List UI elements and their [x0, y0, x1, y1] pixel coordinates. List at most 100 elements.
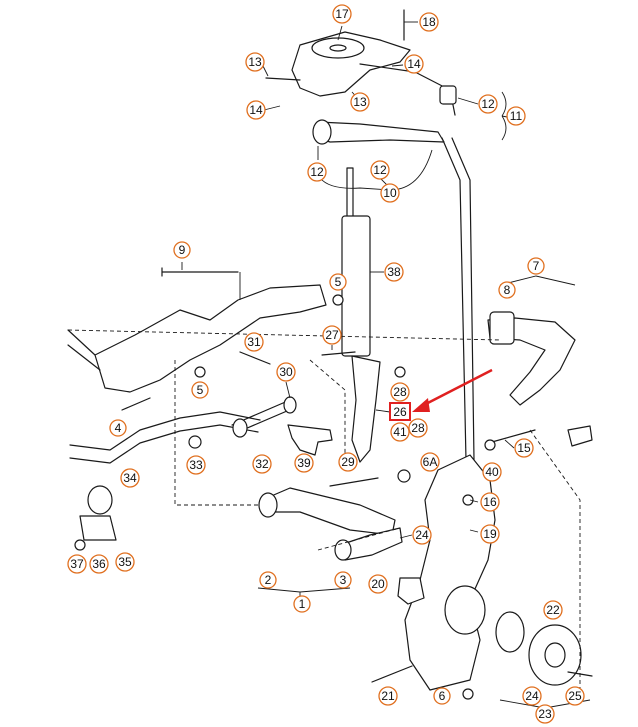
dash-4 [529, 429, 581, 700]
callout-circle [390, 382, 410, 402]
dash-5 [317, 527, 401, 551]
shock-body [341, 215, 371, 357]
lower-wishbone-front [261, 487, 396, 536]
callout-label: 11 [510, 109, 523, 123]
leader-26 [375, 409, 391, 413]
callout-label: 23 [538, 707, 552, 721]
callout-24: 24 [412, 525, 432, 545]
callout-label: 2 [265, 573, 272, 587]
callout-label: 41 [393, 425, 407, 439]
callout-circle [332, 4, 352, 24]
callout-16: 16 [480, 492, 500, 512]
callout-label: 5 [335, 275, 342, 289]
callout-circle [338, 452, 358, 472]
callout-label: 30 [279, 365, 293, 379]
arrow-shaft [419, 368, 493, 409]
callout-3: 3 [334, 571, 352, 589]
callout-label: 4 [115, 421, 122, 435]
callout-label: 21 [381, 689, 395, 703]
shock-upper-rod [346, 167, 354, 219]
callout-circle [252, 454, 272, 474]
stabilizer-bar-2 [69, 424, 259, 464]
leader-19 [469, 529, 479, 533]
callout-13: 13 [350, 92, 370, 112]
callout-9: 9 [173, 241, 191, 259]
shock-lower [351, 355, 381, 463]
callout-label: 35 [118, 555, 132, 569]
callout-label: 10 [383, 186, 397, 200]
callout-2: 2 [259, 571, 277, 589]
callout-label: 27 [325, 328, 339, 342]
callout-15: 15 [514, 438, 534, 458]
callout-label: 14 [249, 103, 263, 117]
nut-6a [397, 469, 411, 483]
highlight-arrow [389, 368, 493, 421]
callout-22: 22 [543, 600, 563, 620]
callout-circle [378, 686, 398, 706]
callout-circle [412, 525, 432, 545]
bolt-27 [321, 351, 356, 356]
callout-circle [390, 422, 410, 442]
highlight-box-26 [389, 402, 411, 421]
bolt-21 [371, 665, 413, 683]
callout-5: 5 [329, 273, 347, 291]
callout-12: 12 [478, 94, 498, 114]
callout-circle [522, 686, 542, 706]
callout-32: 32 [252, 454, 272, 474]
nut-16 [462, 494, 474, 506]
leader-14b [391, 64, 404, 67]
callout-label: 1 [299, 597, 306, 611]
callout-label: 28 [393, 385, 407, 399]
nut-28a [394, 366, 406, 378]
callout-circle [120, 468, 140, 488]
callout-circle [420, 452, 440, 472]
callout-label: 31 [247, 335, 261, 349]
nut-37 [74, 539, 86, 551]
callout-11: 11 [506, 106, 526, 126]
leader-7 [499, 275, 576, 286]
callout-19: 19 [480, 524, 500, 544]
callout-circle [186, 455, 206, 475]
callout-circle [370, 160, 390, 180]
callout-14: 14 [404, 54, 424, 74]
callout-label: 19 [483, 527, 497, 541]
knuckle-bore [444, 585, 486, 635]
callout-circle [329, 273, 347, 291]
nut-33 [188, 435, 202, 449]
dash-3 [309, 359, 346, 470]
callout-label: 24 [415, 528, 429, 542]
bolt-13 [265, 77, 301, 81]
callout-label: 32 [255, 457, 269, 471]
callout-circle [307, 162, 327, 182]
callout-circle [384, 262, 404, 282]
callout-20: 20 [368, 574, 388, 594]
coupling-link-joint-2 [283, 396, 297, 414]
link-bracket [287, 424, 333, 456]
callout-label: 38 [387, 265, 401, 279]
leader-30 [285, 381, 291, 399]
callout-41: 41 [390, 422, 410, 442]
upper-wishbone [317, 121, 445, 143]
leader-17 [337, 25, 343, 41]
callout-label: 13 [353, 95, 367, 109]
callout-circle [535, 704, 555, 724]
callout-circle [380, 183, 400, 203]
callout-36: 36 [89, 554, 109, 574]
strut-mount-top [311, 37, 365, 59]
callout-circle [498, 281, 516, 299]
leader-14a [263, 105, 281, 111]
callout-label: 29 [341, 455, 355, 469]
callout-10: 10 [380, 183, 400, 203]
callout-circle [404, 54, 424, 74]
callout-8: 8 [498, 281, 516, 299]
bolt-4 [121, 397, 151, 411]
subframe [94, 284, 327, 393]
stabilizer-bushing [87, 485, 113, 515]
callout-40: 40 [482, 462, 502, 482]
callout-circle [109, 419, 127, 437]
callout-21: 21 [378, 686, 398, 706]
leader-11 [501, 91, 508, 141]
callout-circle [368, 574, 388, 594]
callout-circle [294, 453, 314, 473]
callout-circle [173, 241, 191, 259]
